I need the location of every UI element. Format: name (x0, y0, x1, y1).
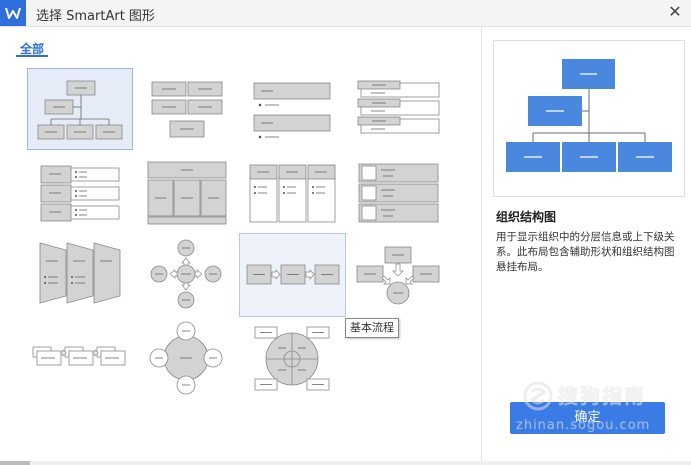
scroll-thumb[interactable] (0, 461, 30, 465)
layout-basic-process[interactable] (239, 233, 346, 317)
layout-table-hierarchy[interactable] (133, 150, 239, 232)
layout-org-chart[interactable] (27, 68, 133, 150)
layout-labeled-bullets[interactable] (27, 150, 133, 232)
layout-funnel-steps[interactable] (27, 233, 133, 315)
layout-title: 组织结构图 (496, 210, 557, 224)
window-title: 选择 SmartArt 图形 (36, 9, 155, 24)
layout-picture-list[interactable] (345, 150, 451, 232)
layout-gallery: 全部 (0, 27, 481, 465)
layout-picture-process[interactable] (27, 317, 133, 399)
layout-tooltip: 基本流程 (345, 318, 399, 338)
layout-segmented-circle[interactable] (239, 317, 345, 399)
layout-vertical-bullet-list[interactable] (239, 68, 345, 150)
layout-column-list[interactable] (239, 150, 345, 232)
layout-converge-arrows[interactable] (345, 233, 451, 315)
layout-radial-circle[interactable] (133, 317, 239, 399)
wps-writer-icon (0, 0, 26, 26)
layout-radial-arrows[interactable] (133, 233, 239, 315)
ok-button[interactable]: 确定 (510, 402, 665, 434)
title-bar: 选择 SmartArt 图形 ✕ (0, 0, 691, 27)
layout-grouped-boxes[interactable] (133, 68, 239, 150)
layout-description: 用于显示组织中的分层信息或上下级关系。此布局包含辅助形状和组织结构图悬挂布局。 (496, 231, 675, 273)
pane-divider (481, 27, 482, 465)
tab-all[interactable]: 全部 (20, 42, 45, 56)
layout-tabbed-list[interactable] (345, 68, 451, 150)
horizontal-scrollbar[interactable] (0, 461, 691, 465)
close-icon[interactable]: ✕ (668, 2, 682, 21)
tab-underline (16, 55, 48, 57)
layout-preview (493, 40, 685, 197)
